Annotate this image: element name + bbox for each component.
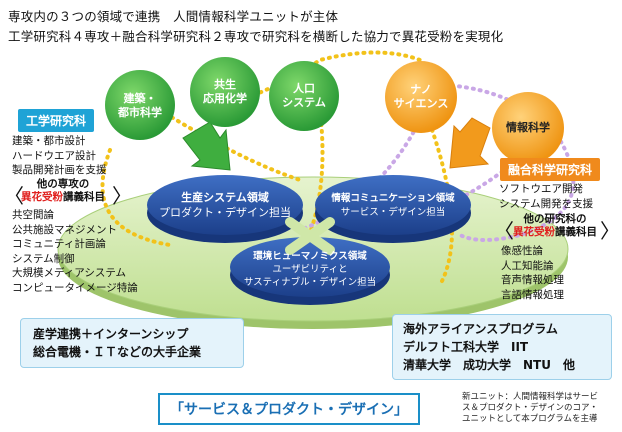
fusion-courses: 像感性論 人工知能論 音声情報処理 言語情報処理 [501,244,564,302]
overseas-box: 海外アライアンスプログラム デルフト工科大学 IIT 清華大学 成功大学 NTU… [392,314,612,380]
engineering-course: 大規模メディアシステム [12,267,127,279]
engineering-courses: 共空間論 公共施設マネジメント コミュニティ計画論 システム制御 大規模メディア… [12,208,138,295]
disc-environment-label: 環境ヒューマノミクス領域 ユーザビリティと サスティナブル・デザイン担当 [235,250,385,289]
circle-chemistry-label: 共生 応用化学 [190,78,260,106]
fusion-bracket: 〈 他の研究科の 異花受粉講義科目 〉 [494,213,620,243]
circle-text: システム [282,96,326,109]
bracket-red-text: 異花受粉 [21,191,63,203]
circle-text: 建築・ [123,92,157,105]
disc-text: 情報コミュニケーション領域 [331,193,455,204]
engineering-course: 共空間論 [12,209,54,221]
disc-text: 環境ヒューマノミクス領域 [253,251,367,262]
disc-production [147,175,303,243]
fusion-title: 融合科学研究科 [500,158,601,181]
disc-communication-label: 情報コミュニケーション領域 サービス・デザイン担当 [318,192,468,220]
bracket-left-icon: 〈 [4,184,24,208]
circle-human-system [269,61,339,131]
circle-text: サイエンス [393,97,449,110]
industry-line: 総合電機・ＩＴなどの大手企業 [33,345,202,359]
engineering-item: 建築・都市設計 [12,135,86,147]
engineering-course: システム制御 [12,252,75,265]
engineering-course: コンピュータイメージ特論 [12,281,138,294]
green-arrow-icon [182,121,231,171]
circle-text: ナノ [410,83,432,96]
circle-human-system-label: 人口 システム [269,82,339,110]
fusion-item: システム開発を支援 [499,197,594,210]
circle-info [492,92,564,164]
cross-mark [285,217,335,255]
fusion-items: ソフトウエア開発 システム開発を支援 [499,182,593,211]
bracket-text: 他の研究科の [523,213,587,225]
disc-text: サスティナブル・デザイン担当 [243,277,377,288]
fusion-course: 言語情報処理 [501,288,564,301]
fusion-item: ソフトウエア開発 [499,183,583,195]
circle-nano-label: ナノ サイエンス [386,83,456,111]
bracket-red-text: 異花受粉 [513,226,555,238]
circle-info-label: 情報科学 [493,121,563,135]
footnote-line: ユニットとして本プログラムを主導 [462,414,598,424]
disc-production-label: 生産システム領域 プロダクト・デザイン担当 [155,190,295,220]
disc-environment [230,237,390,305]
overseas-line: デルフト工科大学 IIT [403,340,529,354]
orange-arrow-icon [449,117,491,169]
disc-text: プロダクト・デザイン担当 [159,206,291,219]
overseas-line: 海外アライアンスプログラム [403,322,558,336]
circle-text: 人口 [293,82,315,95]
disc-text: 生産システム領域 [181,191,269,204]
overseas-line: 清華大学 成功大学 NTU 他 [403,358,575,372]
fusion-course: 音声情報処理 [501,274,564,286]
header-line-2: 工学研究科４専攻＋融合科学研究科２専攻で研究科を横断した協力で異花受粉を実現化 [8,29,504,44]
circle-architecture-label: 建築・ 都市科学 [105,92,175,120]
disc-communication [315,175,471,243]
bracket-right-icon: 〉 [112,184,132,208]
circle-text: 都市科学 [118,106,162,119]
circle-text: 情報科学 [506,121,550,134]
disc-text: ユーザビリティと [272,264,348,275]
engineering-items: 建築・都市設計 ハードウエア設計 製品開発計画を支援 [12,134,107,178]
footnote: 新ユニット：人間情報科学はサービ ス＆プロダクト・デザインのコア・ ユニットとし… [462,392,598,425]
engineering-item: ハードウエア設計 [12,149,96,162]
disc-text: サービス・デザイン担当 [340,207,446,218]
circle-chemistry [190,57,260,127]
bracket-text: 講義科目 [555,226,597,238]
fusion-course: 人工知能論 [501,259,554,272]
circle-nano [385,61,457,133]
circle-text: 応用化学 [203,92,247,105]
circle-architecture [105,70,175,140]
header-line-1: 専攻内の３つの領域で連携 人間情報科学ユニットが主体 [8,9,339,24]
bracket-text: 講義科目 [63,191,105,203]
industry-line: 産学連携＋インターンシップ [33,327,189,341]
footnote-line: 新ユニット：人間情報科学はサービ [462,392,599,402]
bracket-right-icon: 〉 [600,219,620,243]
engineering-course: 公共施設マネジメント [12,223,117,236]
bracket-text: 他の専攻の [36,178,90,190]
fusion-course: 像感性論 [501,245,543,257]
bracket-left-icon: 〈 [494,219,514,243]
footer-title: 「サービス＆プロダクト・デザイン」 [158,393,420,425]
footnote-line: ス＆プロダクト・デザインのコア・ [462,403,599,413]
engineering-bracket: 〈 他の専攻の 異花受粉講義科目 〉 [4,178,132,208]
engineering-title: 工学研究科 [18,109,95,132]
engineering-item: 製品開発計画を支援 [12,164,107,176]
industry-box: 産学連携＋インターンシップ 総合電機・ＩＴなどの大手企業 [20,318,244,368]
circle-text: 共生 [214,78,236,91]
engineering-course: コミュニティ計画論 [12,238,106,250]
